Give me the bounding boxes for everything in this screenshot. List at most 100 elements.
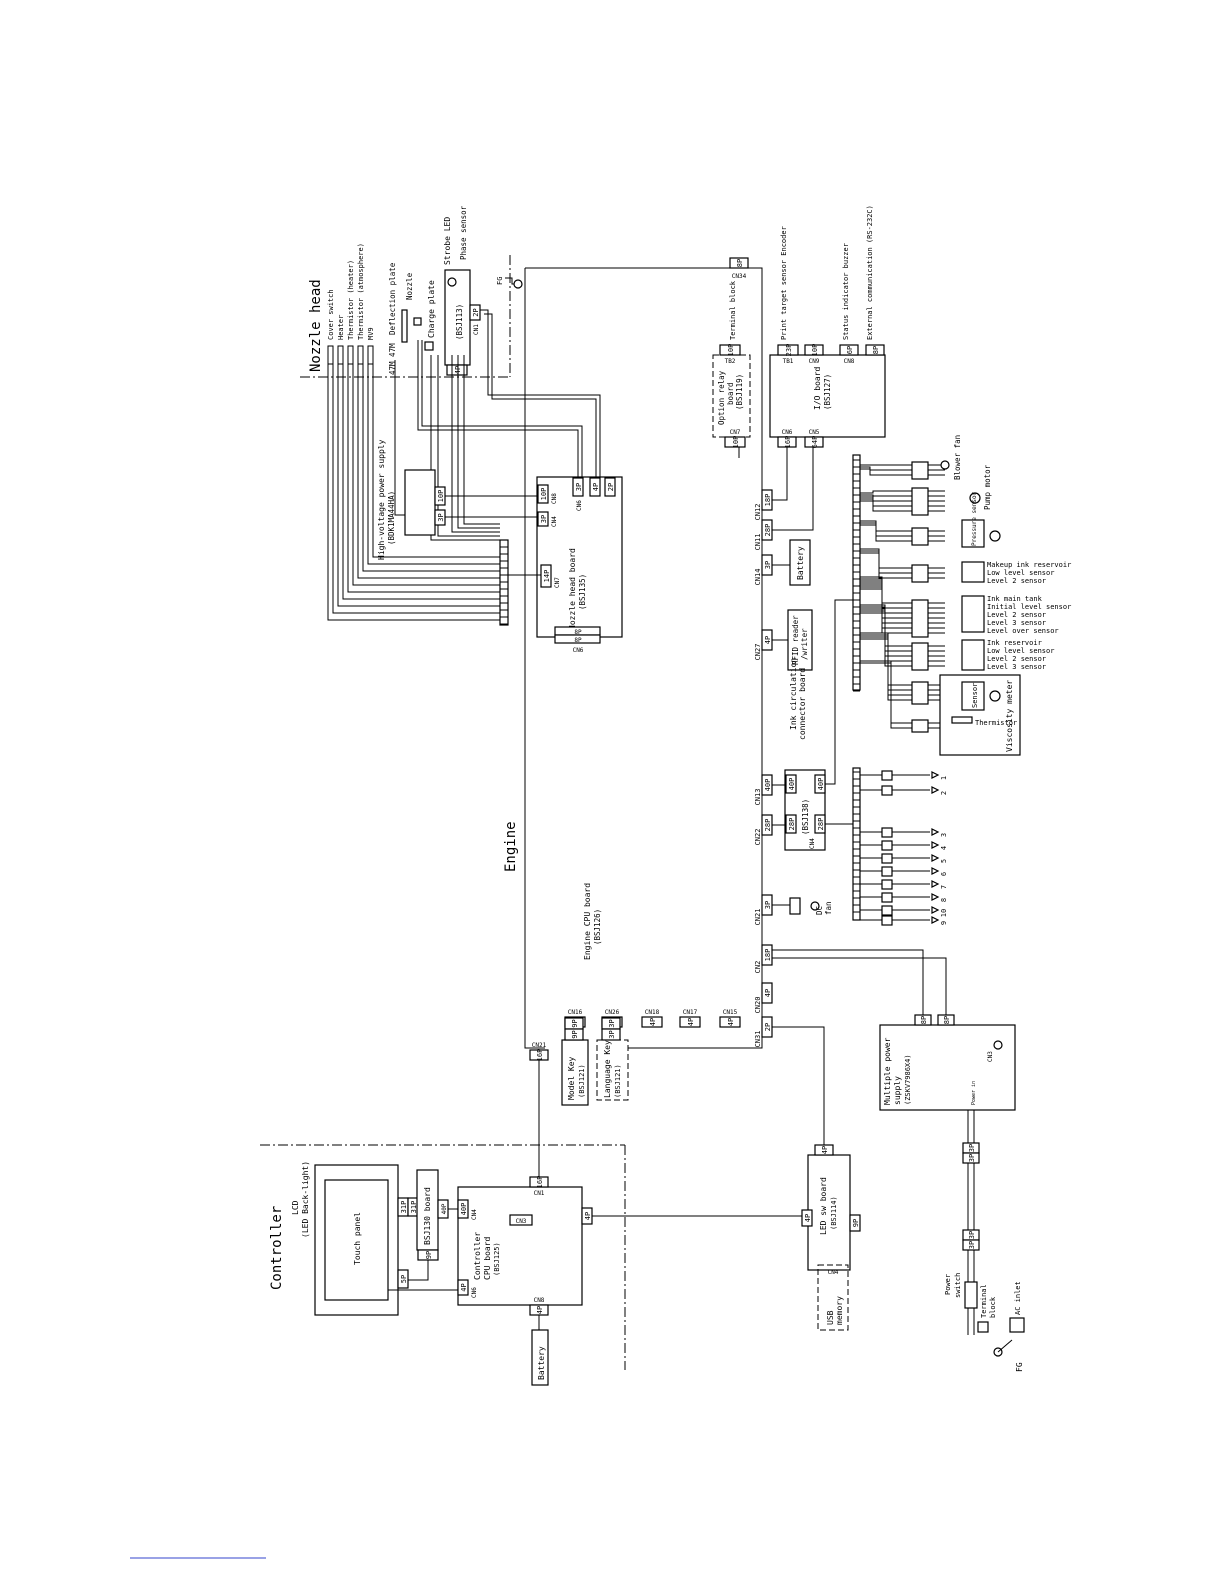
bsj130-40p-label: 40P: [441, 1203, 448, 1214]
valve-number: 3: [940, 833, 948, 837]
nozzle-wire: [332, 364, 500, 614]
bsj113-model: (BSJ113): [455, 304, 464, 340]
nozzle-board-cn2: [604, 477, 616, 497]
controller-cn6-pins: 4P: [460, 1283, 468, 1291]
usb-label: USB: [826, 1310, 835, 1325]
engine-bottom-connector-pins: 4P: [727, 1018, 735, 1026]
controller-cn2-pins: 4P: [584, 1212, 592, 1220]
connector-ink_reservoir: [911, 642, 929, 671]
cable: [408, 1260, 429, 1281]
cable: [772, 447, 814, 531]
ground-wire: [505, 277, 514, 285]
ink-circ-cn1-pins: 40P: [788, 778, 796, 791]
controller-board-label: Controller: [473, 1232, 482, 1280]
power-supply-cn1-pins: 8P: [920, 1016, 928, 1024]
engine-cn34-label: CN34: [732, 273, 747, 280]
engine-bottom-connector: [641, 1016, 663, 1028]
usb-memory: [817, 1264, 849, 1331]
lcd-label: LCD: [291, 1200, 300, 1215]
engine-connector-cn20: [761, 982, 773, 1004]
valve-connector: [881, 905, 893, 916]
engine-connector-cn27-pins: 4P: [764, 636, 772, 644]
valve-connector: [881, 892, 893, 903]
viscosity-sensor-label: Sensor: [971, 683, 979, 708]
resistor-label: 47M 47M: [388, 343, 397, 375]
blower-fan-icon: [940, 460, 950, 470]
valve-number: 7: [940, 885, 948, 889]
nozzle-board-cn6b-pins: 8P: [574, 637, 582, 644]
led-sw-cn4-label: CN4: [828, 1269, 839, 1276]
model-key-model: (BSJ121): [578, 1064, 586, 1098]
sensor-wire: [860, 498, 912, 507]
io-cn8-label: CN8: [844, 358, 855, 365]
fg-label: FG: [496, 277, 504, 285]
bsj130-label: BSJ130 board: [423, 1187, 432, 1245]
connector-sensor: [911, 681, 929, 705]
signal-cable: [421, 340, 583, 478]
dc-fan-label: DC: [815, 906, 824, 915]
signal-cable: [480, 309, 601, 478]
sensor-wire: [860, 632, 912, 686]
nozzle-wire: [451, 355, 500, 533]
option-relay-label2: board: [726, 382, 735, 405]
option-relay-tb2-label: TB2: [725, 358, 736, 365]
signal-cable: [484, 313, 597, 478]
controller-cn1: [529, 1176, 549, 1188]
ink-circ-cn4-pins: 28P: [817, 818, 825, 831]
engine-cn34-pins: 8P: [736, 259, 744, 267]
makeup-label-makeup_reservoir: Makeup ink reservoir: [987, 561, 1071, 569]
bsj113-board: [444, 269, 471, 366]
valve-icon: [931, 880, 940, 888]
engine-connector-cn21-pins: 3P: [764, 901, 772, 909]
nozzle-label: Nozzle: [405, 272, 414, 300]
nozzle-head-board: [536, 476, 623, 638]
sensor-wire: [860, 606, 912, 652]
io-cn8: [839, 344, 859, 356]
ink-reservoir-label-res_l2: Level 2 sensor: [987, 655, 1046, 663]
ac-inlet-label: AC inlet: [1014, 1281, 1022, 1315]
valve-icon: [931, 786, 940, 794]
io-ext-print-target: Print target sensor Encoder: [780, 226, 788, 340]
hv-cn2-pins: 3P: [437, 513, 445, 521]
cable: [772, 1026, 825, 1145]
nozzle-wire: [357, 364, 500, 579]
nozzle-wire: [457, 355, 500, 529]
power-switch-label2: switch: [954, 1273, 962, 1298]
nozzle-wire: [367, 364, 500, 565]
multiple-power-supply: [879, 1024, 1016, 1111]
valve-icon: [931, 854, 940, 862]
io-cn9: [804, 344, 824, 356]
thermistor-label: Thermistor: [975, 719, 1017, 727]
led-sw-board: [807, 1154, 851, 1271]
controller-cn6-label: CN6: [471, 1287, 478, 1298]
engine-connector-cn14-pins: 3P: [764, 561, 772, 569]
ac-connector-pins: 3P: [968, 1241, 976, 1249]
bsj113-cn1-label: CN1: [473, 324, 480, 335]
valve-icon: [931, 893, 940, 901]
controller-cn4-pins: 40P: [460, 1203, 468, 1216]
engine-connector-label: CN31: [754, 1031, 762, 1048]
controller-cn8-pins: 4P: [536, 1306, 544, 1314]
ac-connector-pins: 3P: [968, 1144, 976, 1152]
hv-supply-model: (BDK1MA44HA): [387, 491, 396, 545]
lcd-connector-31p-b-pins: 31P: [410, 1201, 418, 1214]
ac-connector: [962, 1239, 980, 1251]
language-key-label: Language Key: [603, 1040, 612, 1098]
ink-circ-model: (BSJ138): [801, 799, 810, 835]
engine-connector-cn2-pins: 18P: [764, 949, 772, 962]
valve-icon: [931, 841, 940, 849]
battery-engine: [789, 539, 811, 586]
engine-connector-cn12-pins: 18P: [764, 494, 772, 507]
io-board: [769, 354, 886, 438]
controller-cn6: [457, 1279, 469, 1296]
connector-makeup_reservoir: [911, 564, 929, 583]
touch-panel-label: Touch panel: [353, 1212, 362, 1265]
io-cn5-pins: 64P: [811, 436, 819, 449]
nozzle-label-cover_switch: Cover switch: [327, 289, 335, 340]
dc-fan-label2: fan: [824, 901, 833, 915]
touch-panel-connector-pins: 5P: [400, 1275, 408, 1283]
lcd-sublabel: (LED Back-light): [301, 1161, 310, 1238]
ink-reservoir-label-res_l3: Level 3 sensor: [987, 663, 1046, 671]
power-supply-model: (ZSKV7986X4): [904, 1054, 912, 1105]
engine-connector-cn11-pins: 28P: [764, 524, 772, 537]
